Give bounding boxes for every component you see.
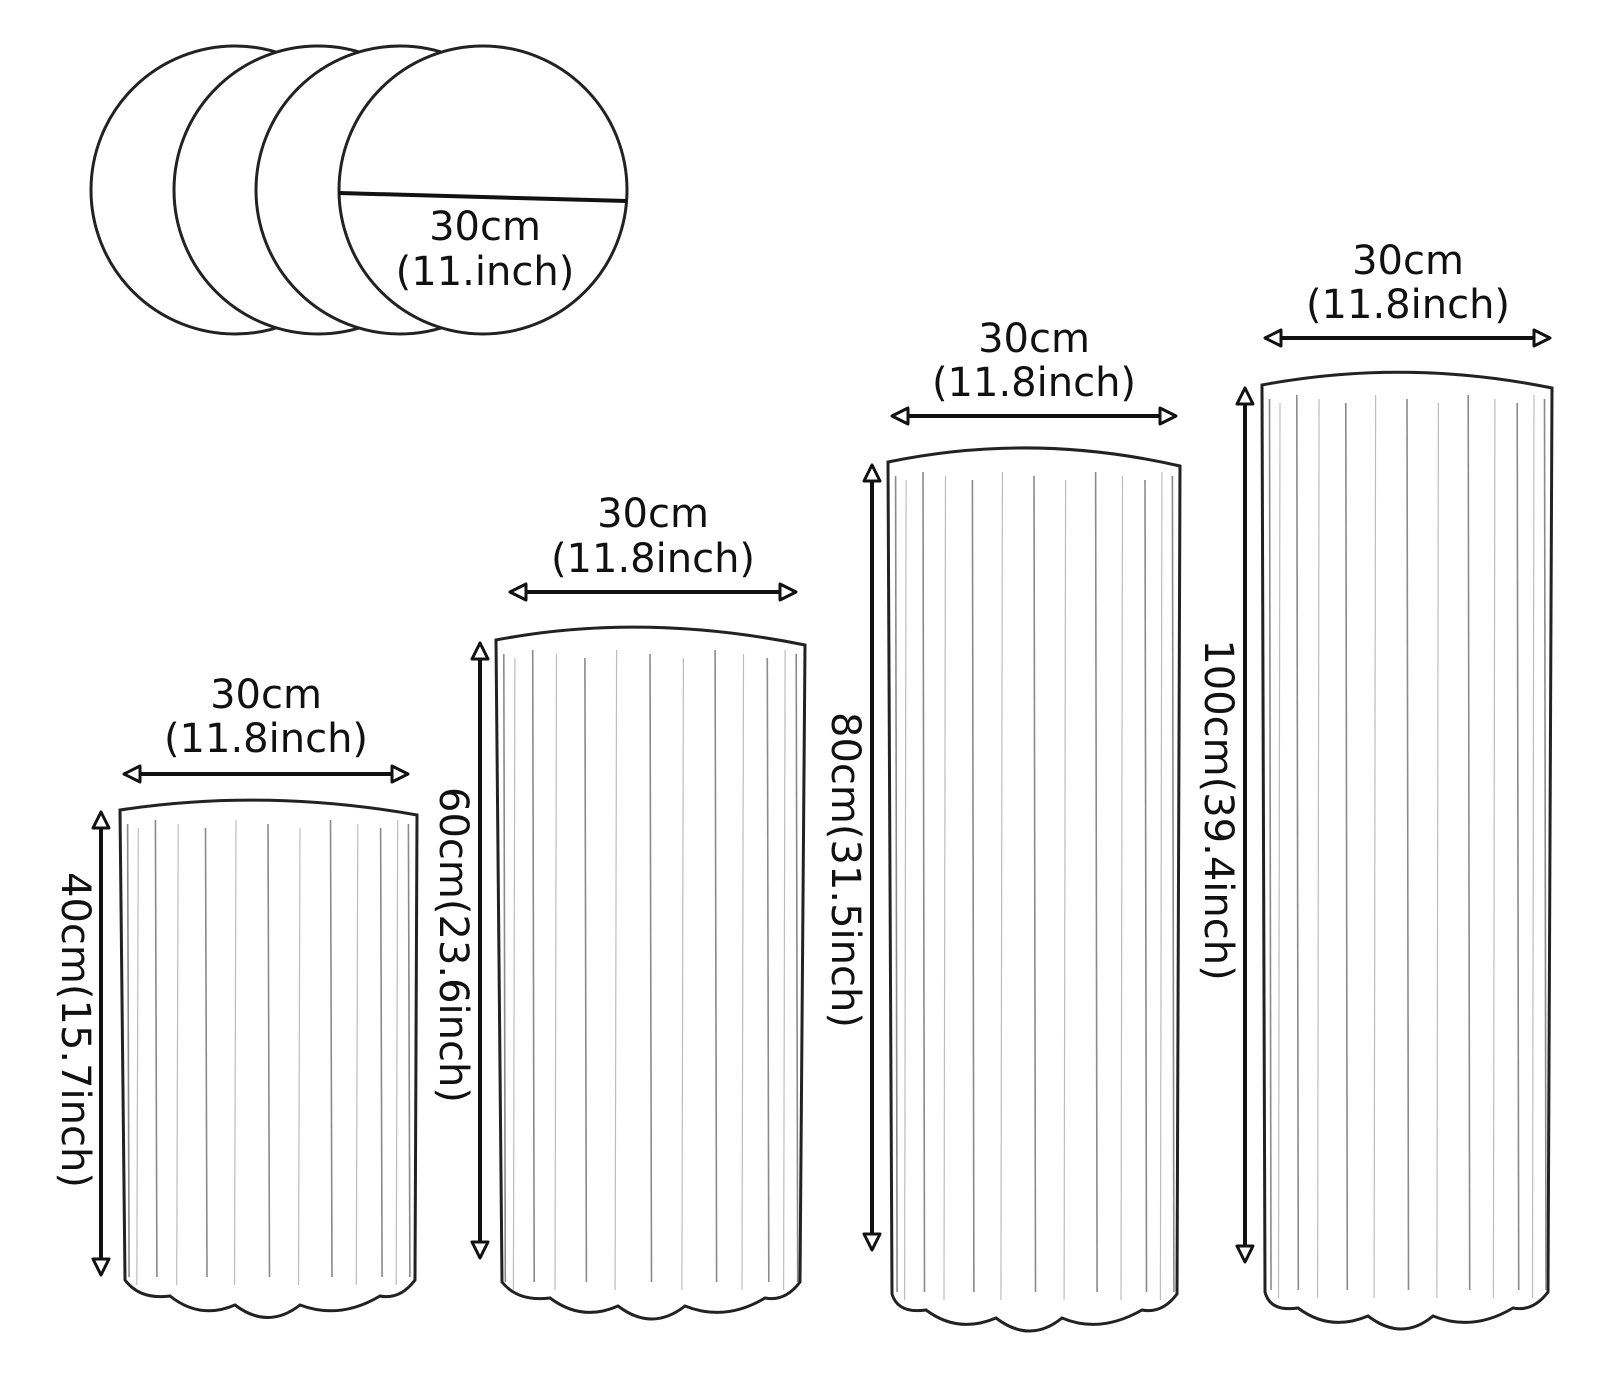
pleat-line — [176, 823, 179, 1286]
disc-width-inch: (11.inch) — [396, 249, 575, 295]
pleat-line — [943, 475, 947, 1301]
pleat-line — [584, 657, 588, 1283]
pleat-line — [355, 823, 359, 1286]
disc-diameter-line — [338, 191, 628, 203]
width-label-cm: 30cm — [1352, 238, 1464, 284]
pleat-line — [1492, 398, 1496, 1299]
pleat-line — [1094, 471, 1098, 1293]
pleat-line — [1543, 398, 1547, 1291]
column-pleats — [894, 471, 1175, 1301]
column-pleats — [1268, 394, 1547, 1299]
pleat-line — [531, 649, 536, 1283]
width-label-inch: (11.8inch) — [164, 716, 368, 762]
column-pleats — [502, 649, 799, 1291]
pleat-line — [1277, 402, 1281, 1299]
pleat-line — [649, 653, 653, 1283]
pleat-line — [1171, 475, 1175, 1293]
width-label-cm: 30cm — [210, 672, 322, 718]
pleat-line — [1120, 475, 1124, 1301]
pleat-line — [297, 827, 301, 1286]
pleat-line — [1159, 471, 1163, 1301]
pleat-line — [502, 653, 507, 1283]
pleat-line — [1531, 394, 1535, 1299]
column-80cm: 30cm (11.8inch) 80cm(31.5inch) — [822, 316, 1182, 1333]
width-label-inch: (11.8inch) — [551, 536, 755, 582]
pleat-line — [407, 823, 411, 1278]
height-label: 100cm(39.4inch) — [1195, 639, 1241, 980]
pleat-line — [1516, 402, 1520, 1291]
pleat-line — [1373, 394, 1377, 1299]
pleat-line — [894, 475, 898, 1293]
height-label: 60cm(23.6inch) — [430, 787, 476, 1103]
pleat-line — [126, 823, 130, 1278]
pleat-line — [782, 649, 786, 1291]
pleat-line — [329, 819, 333, 1278]
pleat-line — [379, 827, 383, 1278]
column-pleats — [126, 819, 411, 1286]
pleat-line — [1144, 479, 1148, 1293]
pleat-line — [554, 653, 558, 1291]
pleat-line — [795, 653, 799, 1283]
pleat-line — [1436, 402, 1440, 1299]
pleat-line — [204, 827, 208, 1278]
pleat-line — [1345, 402, 1349, 1291]
column-40cm: 30cm (11.8inch) 40cm(15.7inch) — [52, 672, 419, 1319]
pleat-line — [1000, 471, 1004, 1301]
height-label: 40cm(15.7inch) — [52, 872, 98, 1188]
pleat-line — [267, 823, 271, 1278]
column-60cm: 30cm (11.8inch) 60cm(23.6inch) — [430, 491, 807, 1321]
pleat-line — [1033, 475, 1037, 1293]
width-label-inch: (11.8inch) — [932, 360, 1136, 406]
pleat-line — [1296, 394, 1300, 1291]
pleat-line — [1316, 398, 1320, 1299]
column-100cm: 30cm (11.8inch) 100cm(39.4inch) — [1195, 238, 1554, 1331]
pleat-line — [136, 827, 139, 1286]
pleat-line — [741, 653, 745, 1291]
pleat-line — [681, 657, 685, 1291]
pleat-line — [903, 479, 907, 1301]
width-label-cm: 30cm — [978, 316, 1090, 362]
disc-4 — [337, 44, 629, 336]
height-label: 80cm(31.5inch) — [822, 712, 868, 1028]
disc-stack: 30cm (11.inch) — [89, 44, 629, 336]
disc-width-cm: 30cm — [429, 204, 541, 250]
width-label-inch: (11.8inch) — [1306, 282, 1510, 328]
pleat-line — [1467, 394, 1471, 1291]
pleat-line — [512, 657, 516, 1291]
pleat-line — [1406, 398, 1410, 1291]
pleat-line — [233, 819, 237, 1286]
pleat-line — [922, 471, 926, 1293]
pleat-line — [766, 657, 770, 1283]
width-label-cm: 30cm — [597, 491, 709, 537]
pleat-line — [614, 649, 618, 1291]
pleat-line — [971, 479, 975, 1293]
pleat-line — [395, 819, 399, 1286]
pleat-line — [714, 649, 718, 1283]
pleat-line — [154, 819, 158, 1278]
pleat-line — [1063, 479, 1067, 1301]
pleat-line — [1268, 398, 1272, 1291]
